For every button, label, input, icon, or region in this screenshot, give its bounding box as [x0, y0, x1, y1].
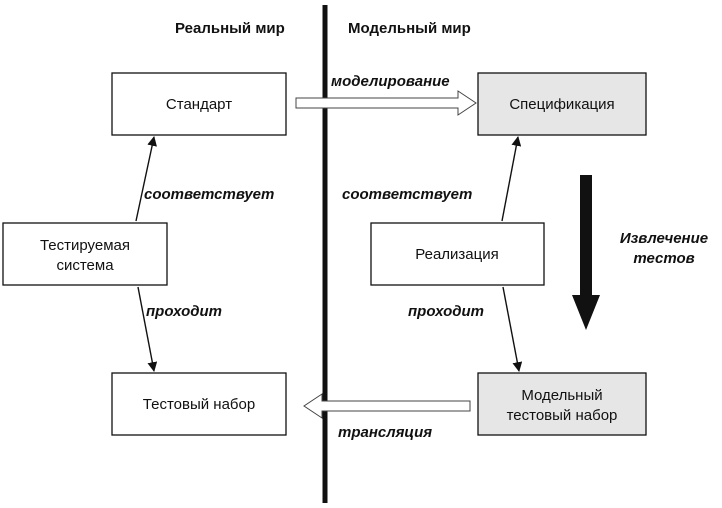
arrow-implementation-to-specification — [501, 136, 522, 222]
arrow-system-to-standard — [135, 136, 157, 222]
modeling-arrow — [295, 90, 477, 116]
header-real-world: Реальный мир — [175, 20, 285, 37]
arrow-system-to-test-suite — [137, 286, 158, 372]
box-specification — [477, 72, 647, 136]
box-standard — [111, 72, 287, 136]
box-system-under-test — [2, 222, 168, 286]
box-test-suite — [111, 372, 287, 436]
label-passes-right: проходит — [408, 303, 484, 320]
box-model-test-suite — [477, 372, 647, 436]
test-extraction-arrow — [572, 175, 600, 330]
label-extraction-line2: тестов — [633, 250, 694, 267]
label-extraction-line1: Извлечение — [620, 230, 708, 247]
box-system-label-line2: система — [56, 257, 114, 274]
label-translation: трансляция — [338, 424, 432, 441]
label-conforms-right: соответствует — [342, 186, 472, 203]
box-specification-label: Спецификация — [509, 96, 614, 113]
box-model-suite-label-line2: тестовый набор — [507, 407, 618, 424]
arrow-implementation-to-model-suite — [502, 286, 523, 372]
box-standard-label: Стандарт — [166, 96, 232, 113]
box-implementation-label: Реализация — [415, 246, 498, 263]
box-test-suite-label: Тестовый набор — [143, 396, 255, 413]
box-implementation — [370, 222, 545, 286]
header-model-world: Модельный мир — [348, 20, 471, 37]
box-model-suite-label-line1: Модельный — [521, 387, 602, 404]
label-modeling: моделирование — [331, 73, 450, 90]
box-system-label-line1: Тестируемая — [40, 237, 130, 254]
translation-arrow — [303, 393, 471, 419]
label-conforms-left: соответствует — [144, 186, 274, 203]
label-passes-left: проходит — [146, 303, 222, 320]
